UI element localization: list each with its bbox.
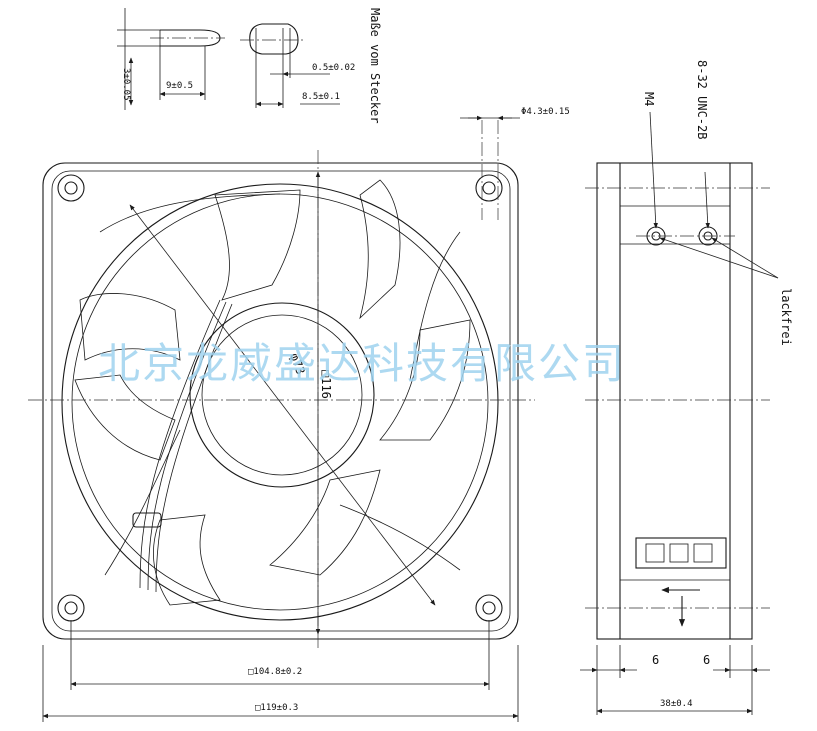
fan-front-view: φ73 □116 Φ4.3±0.15 □104.8±0.2 □119±0.3 xyxy=(28,107,570,722)
company-watermark: 北京龙威盛达科技有限公司 xyxy=(98,339,626,388)
frame-outline xyxy=(42,162,519,640)
outer-size-label: □119±0.3 xyxy=(255,703,298,713)
thread-m4-label: M4 xyxy=(642,92,656,106)
inner-square-label: □116 xyxy=(319,370,333,399)
pin-length-label: 9±0.5 xyxy=(166,81,193,91)
hole-diameter-label: Φ4.3±0.15 xyxy=(521,107,570,117)
pin-thickness-label: 0.5±0.02 xyxy=(312,63,355,73)
flange-left-label: 6 xyxy=(652,653,659,667)
hole-pitch-label: □104.8±0.2 xyxy=(248,667,302,677)
fan-side-view: M4 8-32 UNC-2B lackfrei 6 6 38±0.4 xyxy=(580,60,793,715)
connector xyxy=(635,537,727,569)
lackfrei-label: lackfrei xyxy=(779,288,793,346)
side-outline xyxy=(596,162,753,640)
pin-spacing-label: 8.5±0.1 xyxy=(302,92,340,102)
depth-label: 38±0.4 xyxy=(660,699,693,709)
mounting-hole xyxy=(57,174,503,622)
motor-hub xyxy=(189,302,375,488)
plug-detail: 3±0.05 9±0.5 0.5±0.02 8.5±0.1 Maße vom S… xyxy=(117,8,382,124)
flange-right-label: 6 xyxy=(703,653,710,667)
hub-diameter-label: φ73 xyxy=(287,351,308,376)
venturi-ring xyxy=(61,183,499,621)
wire-clip xyxy=(132,512,162,528)
thread-unc-label: 8-32 UNC-2B xyxy=(695,60,709,139)
plug-title: Maße vom Stecker xyxy=(368,8,382,124)
pin-width-label: 3±0.05 xyxy=(121,68,131,101)
